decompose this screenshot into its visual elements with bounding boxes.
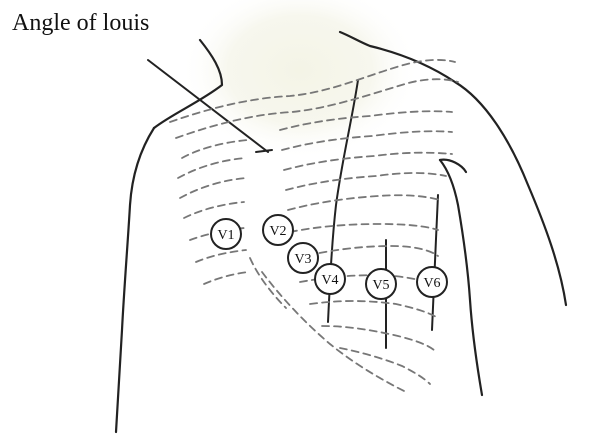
electrode-label-v2: V2 — [269, 224, 286, 239]
electrode-v5: V5 — [366, 269, 396, 299]
angle-of-louis-label: Angle of louis — [12, 10, 149, 37]
neck-glow — [180, 0, 420, 160]
electrodes: V1 V2 V3 V4 V5 V6 — [211, 215, 447, 299]
electrode-label-v1: V1 — [217, 228, 234, 243]
electrode-v4: V4 — [315, 264, 345, 294]
electrode-v1: V1 — [211, 219, 241, 249]
electrode-v6: V6 — [417, 267, 447, 297]
midaxillary-line — [432, 195, 438, 330]
electrode-v3: V3 — [288, 243, 318, 273]
electrode-label-v6: V6 — [423, 276, 440, 291]
electrode-v2: V2 — [263, 215, 293, 245]
electrode-label-v4: V4 — [321, 273, 338, 288]
electrode-label-v3: V3 — [294, 252, 311, 267]
electrode-label-v5: V5 — [372, 278, 389, 293]
